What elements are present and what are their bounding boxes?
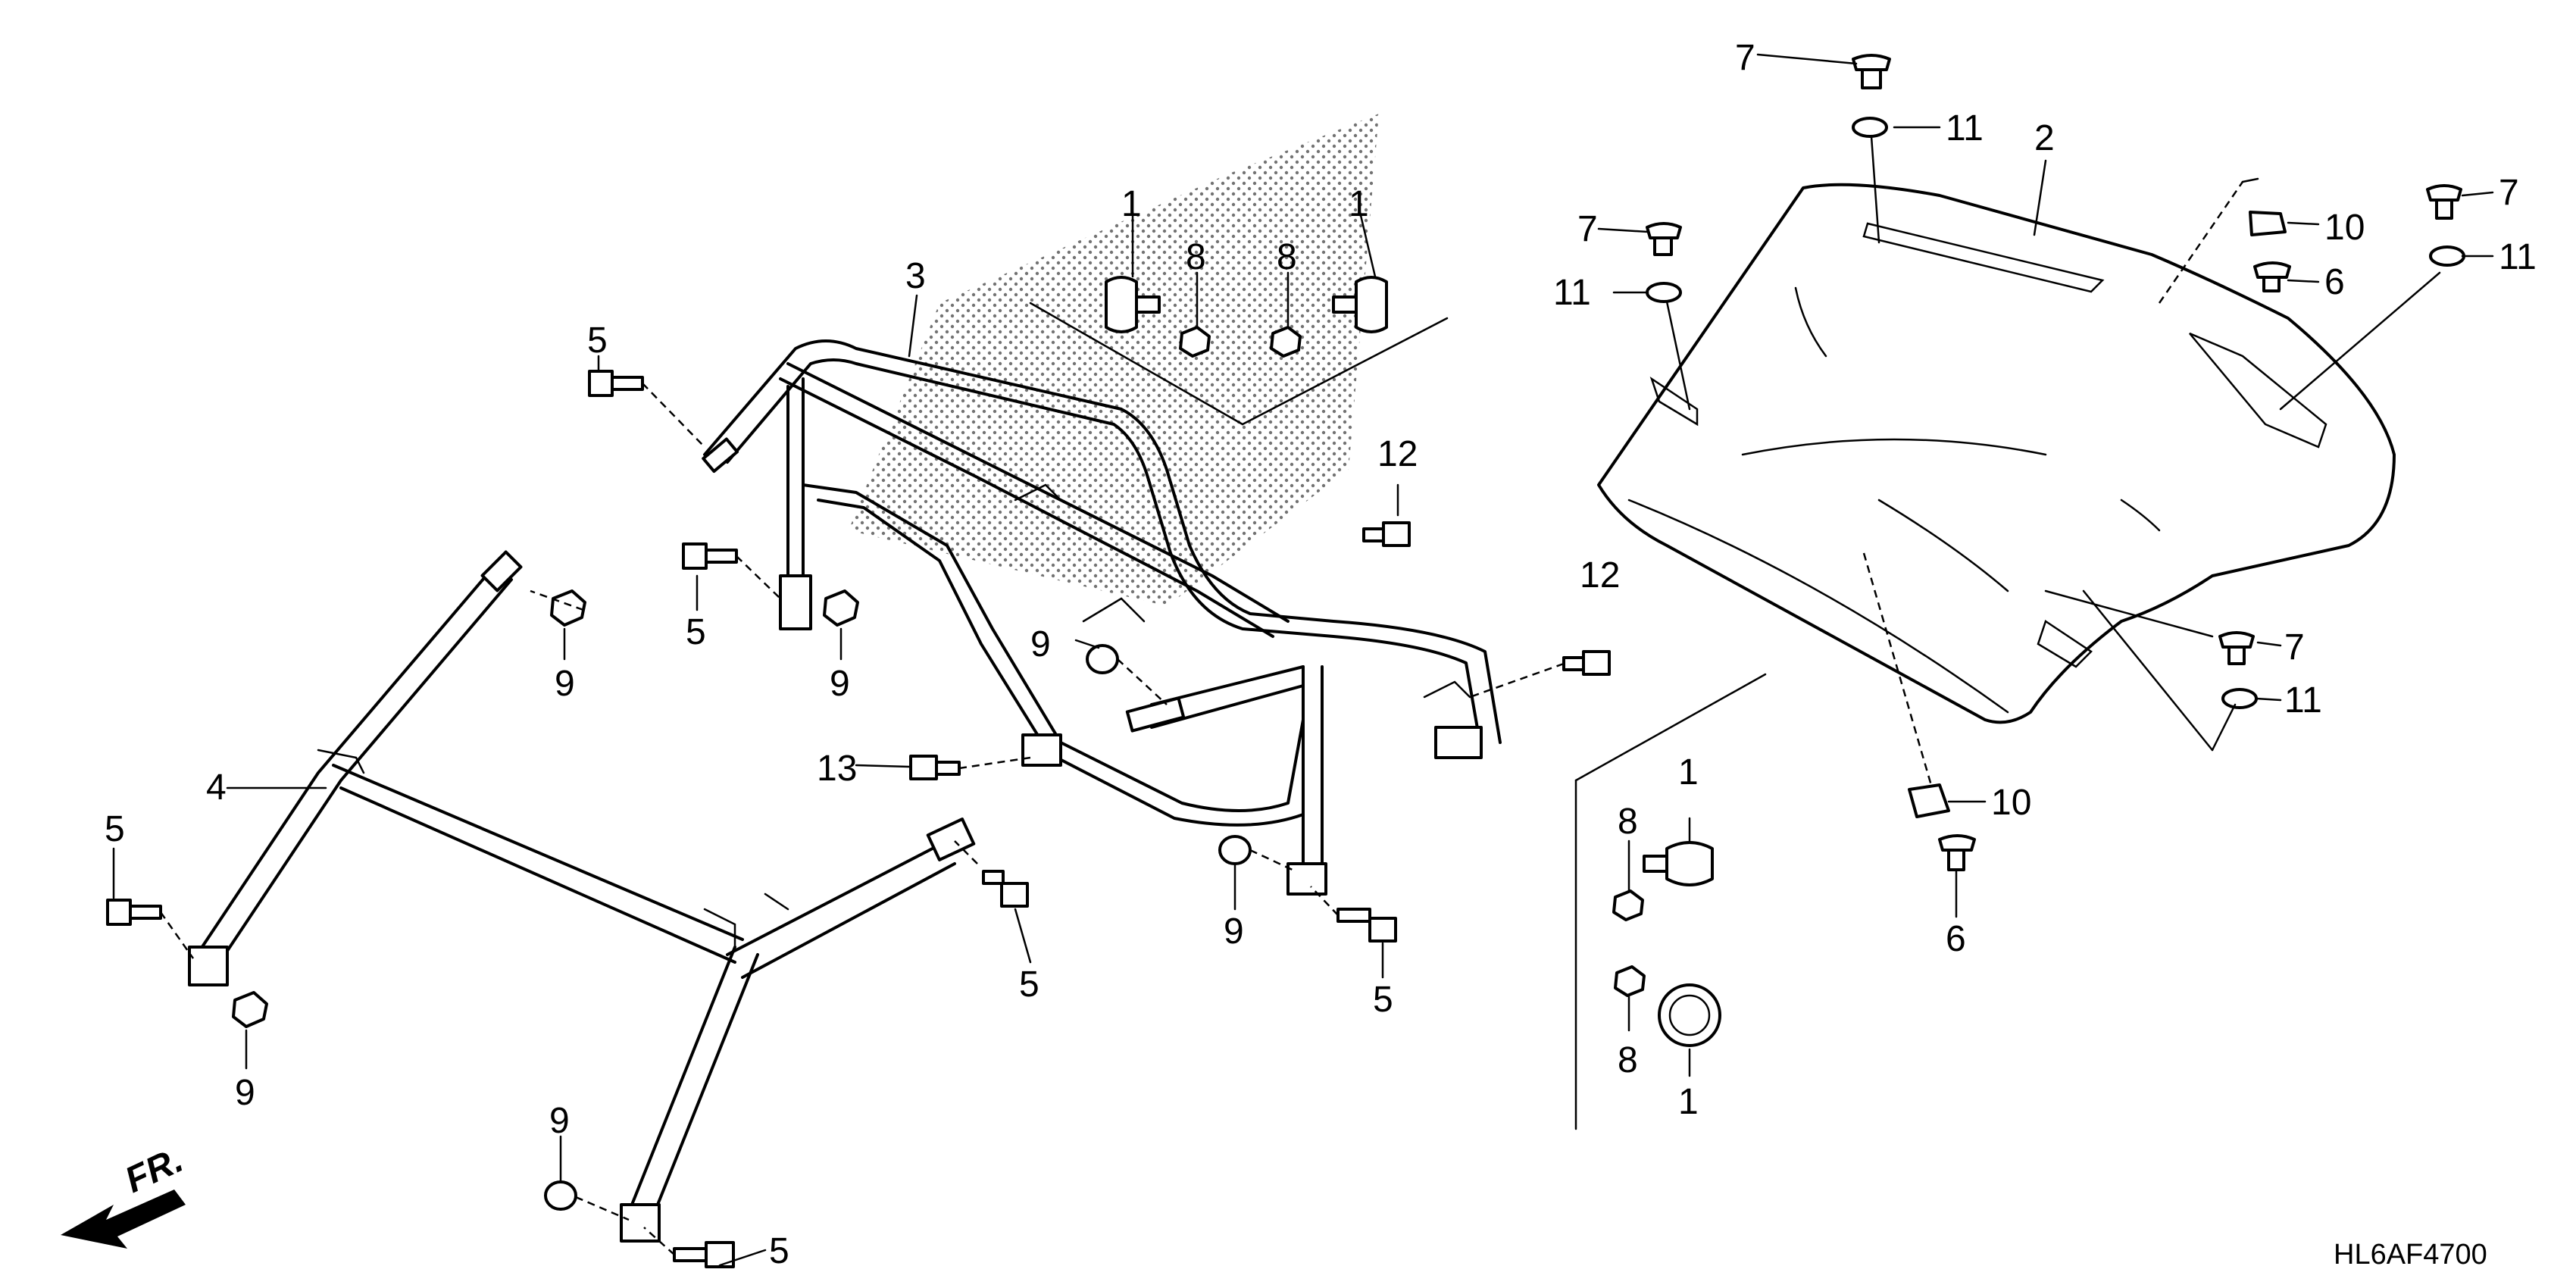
callout-5: 5 <box>769 1231 789 1271</box>
front-label: FR. <box>119 1140 189 1201</box>
nut-9-b <box>823 589 859 627</box>
front-direction-arrow-icon <box>61 1190 186 1249</box>
washer-9-e <box>1218 835 1252 865</box>
front-roll-bar[interactable] <box>188 550 976 1243</box>
callout-10: 10 <box>2324 208 2365 248</box>
roof-dashes <box>1862 177 2259 789</box>
callout-11: 11 <box>1553 273 1591 313</box>
bolt-5-mid <box>682 542 781 599</box>
bolt-12-upper <box>1362 483 1411 547</box>
callout-5: 5 <box>105 809 125 849</box>
callout-7: 7 <box>1735 38 1755 78</box>
washer-9-d <box>1086 644 1119 674</box>
bolt-12-right <box>1469 650 1611 699</box>
bolt-5-left <box>106 899 195 959</box>
callout-6: 6 <box>2324 262 2345 302</box>
callout-11: 11 <box>2284 680 2322 721</box>
shadow-area <box>849 114 1379 606</box>
callout-5: 5 <box>1019 964 1039 1005</box>
callout-12: 12 <box>1580 555 1620 596</box>
callout-6: 6 <box>1946 919 1966 959</box>
callout-7: 7 <box>1577 209 1598 249</box>
callout-7: 7 <box>2284 627 2305 667</box>
callout-8: 8 <box>1186 237 1206 277</box>
callout-9: 9 <box>235 1073 255 1113</box>
callout-8: 8 <box>1618 1040 1638 1080</box>
bolt-5-front <box>954 840 1029 908</box>
callout-11: 11 <box>1946 108 1984 148</box>
rear-roll-bar[interactable] <box>702 339 1502 896</box>
callout-8: 8 <box>1277 237 1297 277</box>
callout-1: 1 <box>1121 184 1142 224</box>
nut-9-c <box>232 991 268 1028</box>
callout-12: 12 <box>1377 434 1418 474</box>
callout-9: 9 <box>555 664 575 704</box>
callout-10: 10 <box>1991 783 2031 823</box>
fasteners <box>106 276 1767 1268</box>
callout-1: 1 <box>1349 184 1369 224</box>
roof-panel[interactable] <box>1597 183 2396 724</box>
callout-9: 9 <box>549 1101 570 1141</box>
bolt-5-top <box>588 370 705 448</box>
callout-labels: 1 1 1 1 2 3 4 5 5 5 5 5 5 6 6 7 7 7 7 8 … <box>105 38 2537 1271</box>
diagram-code: HL6AF4700 <box>2334 1239 2487 1271</box>
callout-1: 1 <box>1678 1082 1699 1122</box>
callout-8: 8 <box>1618 802 1638 842</box>
grommet-set-top <box>1029 276 1449 426</box>
callout-5: 5 <box>1373 980 1393 1020</box>
callout-9: 9 <box>1030 624 1051 664</box>
callout-9: 9 <box>1224 911 1244 952</box>
leader-lines <box>112 53 2494 1267</box>
callout-1: 1 <box>1678 752 1699 792</box>
callout-7: 7 <box>2499 173 2519 213</box>
callout-5: 5 <box>686 612 706 652</box>
callout-11: 11 <box>2499 237 2537 277</box>
nut-9-a <box>550 589 586 627</box>
callout-13: 13 <box>817 749 857 789</box>
callout-3: 3 <box>905 256 926 296</box>
grommet-set-lower <box>1574 673 1767 1130</box>
callout-9: 9 <box>830 664 850 704</box>
bolt-13 <box>909 755 1031 780</box>
bolt-5-rear <box>1310 886 1397 943</box>
washer-9-f <box>544 1180 577 1211</box>
callout-5: 5 <box>587 320 608 361</box>
roof-hardware <box>1646 54 2465 871</box>
callout-4: 4 <box>206 767 227 808</box>
callout-2: 2 <box>2034 118 2055 158</box>
